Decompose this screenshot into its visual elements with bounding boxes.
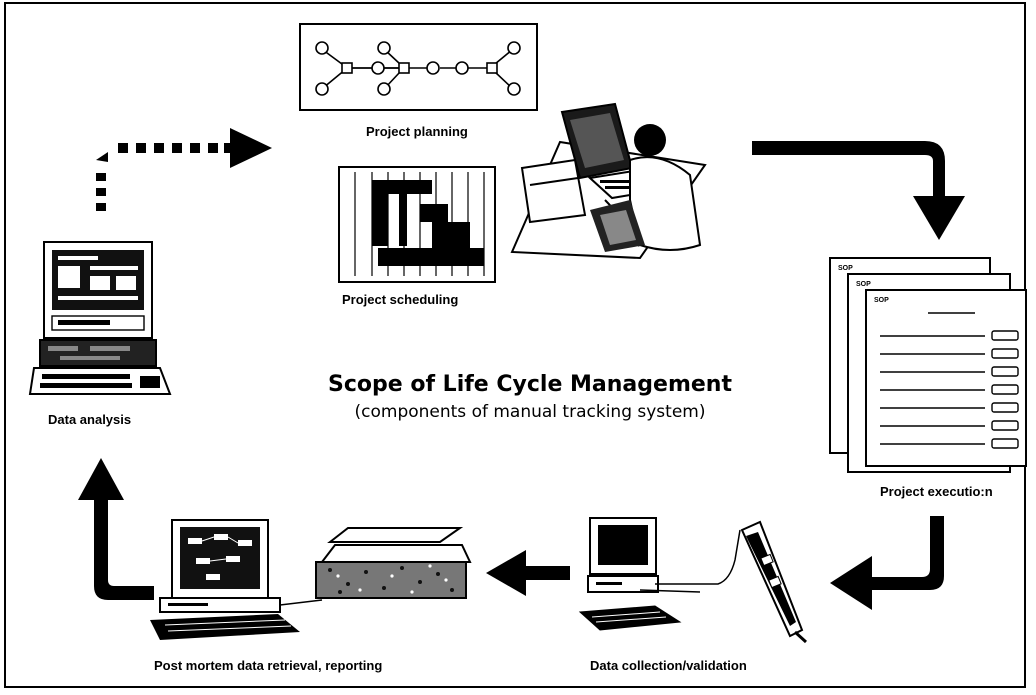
label-post-mortem-reporting: Post mortem data retrieval, reporting	[154, 658, 383, 673]
sop-tag: SOP	[874, 297, 889, 304]
label-data-analysis: Data analysis	[48, 412, 132, 427]
arrow-to-collection	[830, 516, 944, 610]
diagram-subtitle: (components of manual tracking system)	[354, 402, 706, 422]
printer-icon	[315, 527, 472, 599]
person-at-computer-icon	[510, 102, 707, 260]
arrow-to-analysis	[78, 458, 154, 600]
gantt-chart-icon	[338, 166, 496, 283]
label-project-scheduling: Project scheduling	[342, 292, 459, 307]
diagram-title: Scope of Life Cycle Management	[328, 372, 732, 397]
label-project-planning: Project planning	[366, 124, 468, 139]
arrow-to-execution	[752, 141, 965, 240]
network-diagram-icon	[299, 23, 538, 111]
arrow-to-reporting	[486, 550, 570, 596]
sop-documents-icon: SOP SOP SOP	[829, 257, 1027, 473]
dotted-feedback-arrow	[96, 128, 272, 211]
barcode-wand-icon	[740, 520, 808, 644]
reporting-computer-icon	[150, 519, 323, 640]
label-data-collection: Data collection/validation	[590, 658, 747, 673]
analysis-workstation-icon	[28, 241, 172, 395]
sop-tag: SOP	[838, 265, 853, 272]
label-project-execution: Project executio:n	[880, 484, 993, 499]
data-collection-computer-icon	[578, 517, 741, 631]
sop-tag: SOP	[856, 281, 871, 288]
